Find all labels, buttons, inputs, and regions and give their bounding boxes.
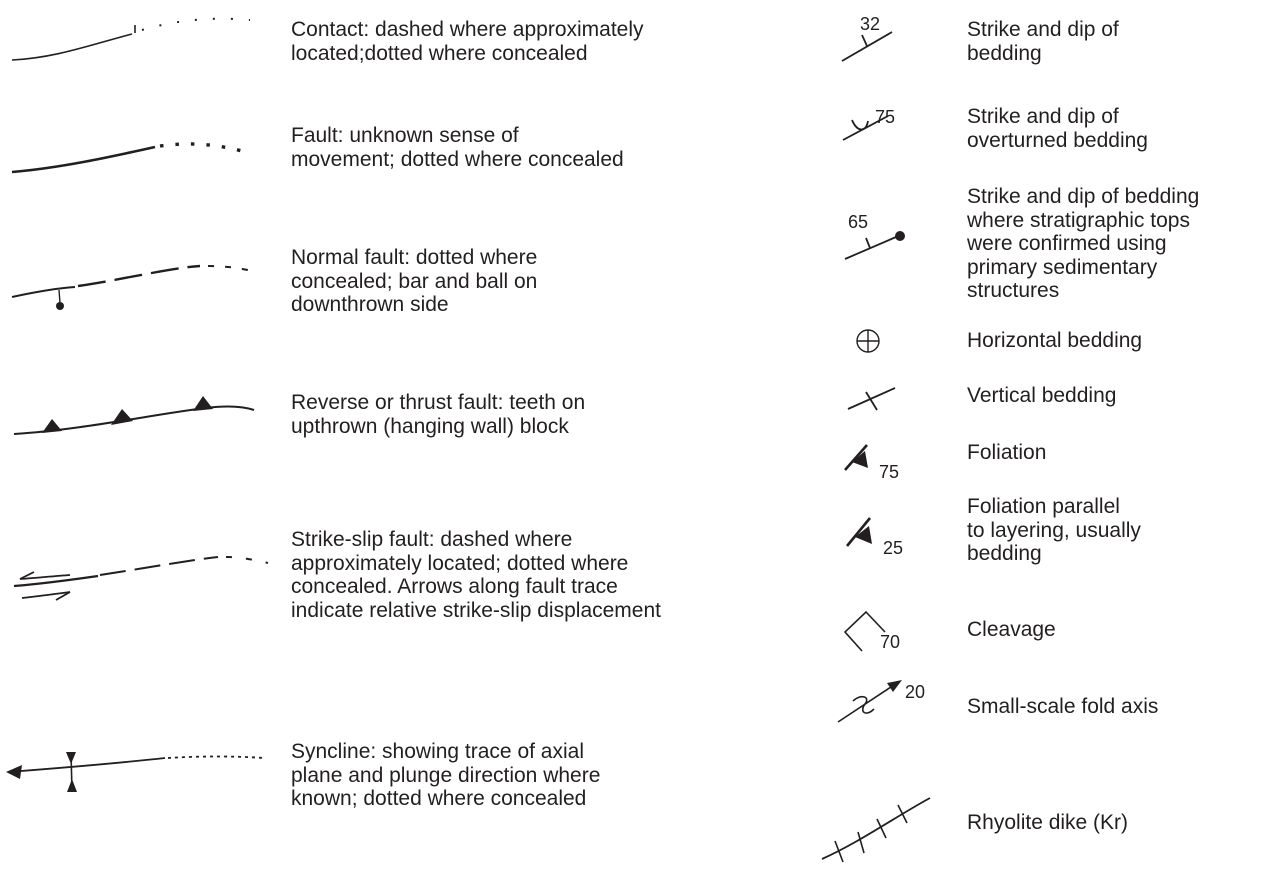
fold-axis-plunge-value: 20 [905, 682, 926, 702]
syncline-label: Syncline: showing trace of axial plane a… [291, 740, 601, 810]
cleavage-dip-value: 70 [880, 632, 901, 652]
fold-axis-symbol [837, 680, 902, 723]
normal-fault-symbol [11, 264, 253, 310]
thrust-fault-label: Reverse or thrust fault: teeth on upthro… [291, 391, 586, 438]
rhyolite-dike-symbol [821, 797, 931, 863]
syncline-symbol [6, 752, 265, 792]
rhyolite-dike-label: Rhyolite dike (Kr) [967, 811, 1129, 834]
fault-label: Fault: unknown sense of movement; dotted… [291, 124, 624, 171]
foliation-symbol [844, 444, 868, 471]
horizontal-bedding-symbol [856, 329, 880, 353]
contact-line-symbol [11, 17, 251, 61]
fault-line-symbol [11, 142, 243, 174]
bedding-symbol [841, 31, 893, 62]
strike-slip-fault-label: Strike-slip fault: dashed where approxim… [291, 528, 661, 622]
vertical-bedding-label: Vertical bedding [967, 384, 1117, 407]
bedding-dip-value: 32 [860, 14, 881, 34]
bedding-label: Strike and dip of bedding [967, 18, 1119, 65]
vertical-bedding-symbol [847, 387, 896, 411]
overturned-bedding-symbol [842, 115, 889, 141]
cleavage-symbol [843, 610, 886, 652]
fold-axis-label: Small-scale fold axis [967, 695, 1159, 718]
horizontal-bedding-label: Horizontal bedding [967, 329, 1143, 352]
foliation-parallel-symbol [845, 517, 872, 547]
strike-slip-fault-symbol [13, 556, 269, 601]
foliation-label: Foliation [967, 441, 1047, 464]
foliation-parallel-dip-value: 25 [883, 538, 904, 558]
bedding-tops-symbol [844, 231, 905, 260]
overturned-bedding-label: Strike and dip of overturned bedding [967, 105, 1148, 152]
foliation-dip-value: 75 [879, 462, 900, 482]
overturned-bedding-dip-value: 75 [875, 107, 896, 127]
foliation-parallel-label: Foliation parallel to layering, usually … [967, 495, 1141, 565]
normal-fault-label: Normal fault: dotted where concealed; ba… [291, 246, 538, 316]
thrust-fault-symbol [13, 396, 255, 435]
contact-label: Contact: dashed where approximately loca… [291, 18, 644, 65]
bedding-tops-label: Strike and dip of bedding where stratigr… [967, 185, 1200, 302]
bedding-tops-dip-value: 65 [848, 212, 869, 232]
cleavage-label: Cleavage [967, 618, 1056, 641]
